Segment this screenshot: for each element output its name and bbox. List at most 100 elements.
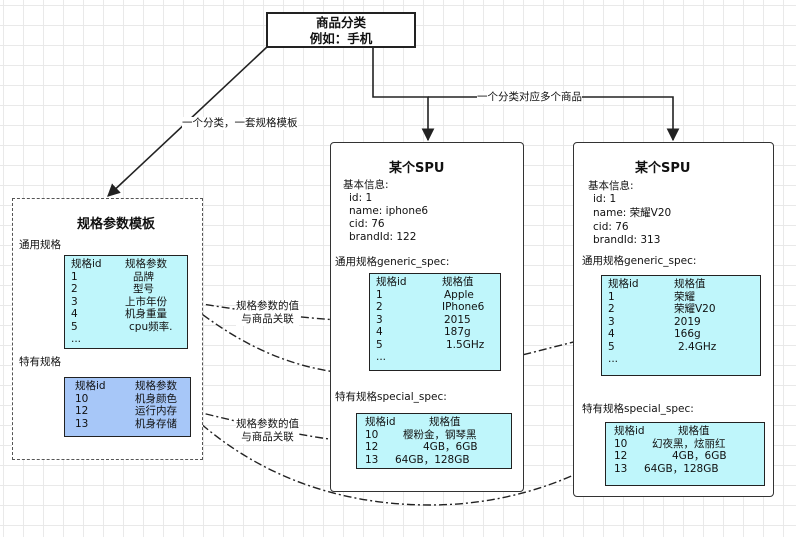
cell-value: 机身颜色 [135, 392, 177, 405]
spu-basic-name: name: 荣耀V20 [593, 207, 672, 219]
cell-id: 4 [71, 308, 78, 320]
spu-special-header: 规格id 规格值 [614, 425, 764, 438]
cell-value: 2015 [444, 313, 471, 326]
spu-generic-label: 通用规格generic_spec: [335, 256, 450, 268]
spu-title: 某个SPU [389, 161, 445, 176]
cell-id: 12 [75, 405, 89, 417]
cell-value: 型号 [133, 283, 154, 295]
cell-id: ... [376, 351, 387, 363]
edge-label-generic-line2: 与商品关联 [236, 313, 299, 326]
spu-basic-id: id: 1 [349, 192, 373, 204]
table-row: ... [71, 333, 187, 346]
cell-value: 2019 [674, 315, 701, 328]
table-row: 2 荣耀V20 [608, 303, 760, 316]
template-special-label: 特有规格 [19, 356, 61, 368]
spu-basic-name: name: iphone6 [349, 205, 429, 217]
edge-label-generic: 规格参数的值 与商品关联 [236, 300, 299, 326]
cell-id: ... [71, 333, 82, 345]
table-row: 2 型号 [71, 283, 187, 296]
cell-id: 1 [376, 288, 383, 301]
table-row: 5 2.4GHz [608, 341, 760, 354]
cell-id: 2 [608, 303, 615, 315]
header-cell: 规格值 [674, 278, 706, 290]
arrow-category-to-spu1 [372, 48, 435, 142]
header-cell: 规格id [608, 278, 639, 290]
spu-special-label: 特有规格special_spec: [582, 403, 694, 415]
template-generic-header: 规格id 规格参数 [71, 258, 187, 271]
table-row: 10 樱粉金，钢琴黑 [365, 429, 511, 442]
cell-id: 2 [71, 283, 78, 295]
cell-value: 樱粉金，钢琴黑 [403, 428, 477, 441]
header-cell: 规格值 [678, 425, 710, 437]
cell-id: 13 [365, 453, 379, 466]
cell-value: 荣耀 [674, 290, 695, 303]
cell-id: 4 [376, 326, 383, 338]
spu-basic-brand: brandId: 122 [349, 231, 417, 243]
header-cell: 规格id [614, 425, 645, 437]
template-special-header: 规格id 规格参数 [75, 380, 190, 393]
cell-id: ... [608, 353, 619, 365]
spu-basic-brand: brandId: 313 [593, 234, 661, 246]
cell-value: 荣耀V20 [674, 303, 716, 315]
cell-value: 幻夜黑，炫丽红 [652, 437, 726, 450]
header-cell: 规格id [376, 276, 407, 288]
cell-id: 5 [376, 338, 383, 351]
table-row: 10 机身颜色 [75, 393, 190, 406]
spu-basic-label: 基本信息: [343, 179, 389, 191]
spu-basic-cid: cid: 76 [593, 221, 629, 233]
header-cell: 规格id [71, 258, 102, 270]
header-cell: 规格id [365, 416, 396, 428]
cell-value: 166g [674, 328, 701, 340]
cell-id: 10 [365, 428, 379, 441]
header-cell: 规格参数 [135, 380, 177, 392]
edge-label-category-template: 一个分类，一套规格模板 [182, 117, 298, 130]
table-row: 1 荣耀 [608, 291, 760, 304]
cell-id: 5 [71, 320, 78, 333]
header-cell: 规格值 [442, 276, 474, 288]
cell-id: 3 [608, 315, 615, 328]
cell-id: 10 [75, 392, 89, 405]
spu-node-1[interactable]: 某个SPU 基本信息: id: 1 name: iphone6 cid: 76 … [330, 142, 524, 492]
cell-value: 4GB，6GB [672, 450, 727, 462]
edge-label-special: 规格参数的值 与商品关联 [236, 418, 299, 444]
cell-value: 机身存储 [135, 417, 177, 430]
cell-value: 64GB，128GB [644, 462, 719, 475]
category-node[interactable]: 商品分类 例如：手机 [266, 12, 416, 48]
spu-special-label: 特有规格special_spec: [335, 391, 447, 403]
cell-id: 13 [614, 462, 628, 475]
cell-value: 品牌 [133, 270, 154, 283]
table-row: 3 2019 [608, 316, 760, 329]
table-row: 4 187g [376, 326, 500, 339]
table-row: ... [376, 351, 500, 364]
cell-id: 5 [608, 340, 615, 353]
edge-label-special-line2: 与商品关联 [236, 431, 299, 444]
cell-id: 13 [75, 417, 89, 430]
arrow-special-to-spu2 [189, 413, 604, 506]
cell-value: 2.4GHz [678, 340, 717, 353]
cell-id: 1 [71, 270, 78, 283]
cell-value: 上市年份 [125, 295, 167, 308]
table-row: 13 64GB，128GB [614, 463, 764, 476]
spu-generic-label: 通用规格generic_spec: [582, 255, 697, 267]
spu-node-2[interactable]: 某个SPU 基本信息: id: 1 name: 荣耀V20 cid: 76 br… [573, 142, 774, 497]
cell-id: 1 [608, 290, 615, 303]
cell-id: 10 [614, 437, 628, 450]
spu-generic-header: 规格id 规格值 [376, 276, 500, 289]
header-cell: 规格值 [429, 416, 461, 428]
cell-value: 4GB，6GB [423, 441, 478, 453]
table-row: ... [608, 353, 760, 366]
cell-value: 187g [444, 326, 471, 338]
